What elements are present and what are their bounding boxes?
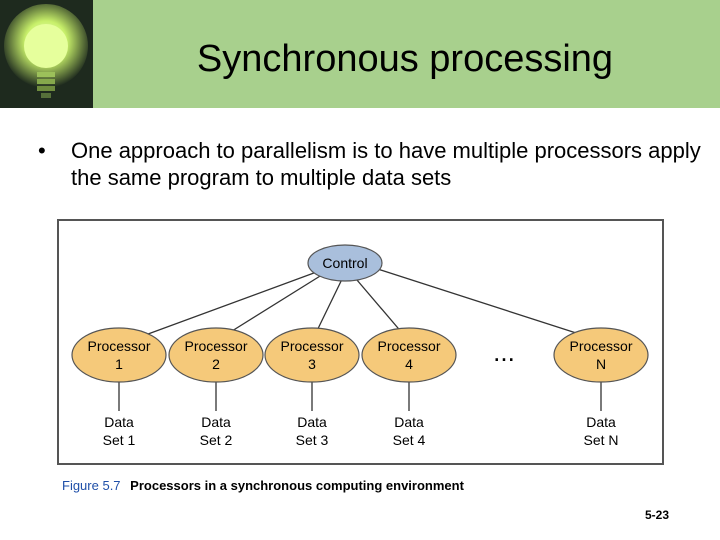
processor-node-n: Processor N: [553, 327, 649, 383]
processor-number: 1: [115, 356, 123, 372]
processor-label: Processor: [569, 338, 632, 354]
processor-label: Processor: [280, 338, 343, 354]
processor-node-4: Processor 4: [361, 327, 457, 383]
control-label: Control: [322, 255, 367, 271]
figure-caption: Figure 5.7 Processors in a synchronous c…: [62, 478, 464, 493]
figure-frame: Control Processor 1 Processor 2 Processo…: [57, 219, 664, 465]
processor-label: Processor: [184, 338, 247, 354]
ellipsis: ...: [493, 337, 515, 367]
synchronous-processing-diagram: Control Processor 1 Processor 2 Processo…: [71, 244, 649, 448]
processor-node-3: Processor 3: [264, 327, 360, 383]
header-band: [0, 0, 720, 108]
data-set-name: Set 2: [200, 432, 233, 448]
processor-number: 4: [405, 356, 413, 372]
processor-label: Processor: [377, 338, 440, 354]
edge-control-p1: [128, 262, 342, 342]
processor-label: Processor: [87, 338, 150, 354]
data-set-label: Data: [297, 414, 327, 430]
processor-number: N: [596, 356, 606, 372]
bullet-marker: •: [38, 138, 46, 163]
data-set-name: Set N: [583, 432, 618, 448]
processor-node-2: Processor 2: [168, 327, 264, 383]
data-set-name: Set 1: [103, 432, 136, 448]
processor-number: 3: [308, 356, 316, 372]
slide-title: Synchronous processing: [196, 38, 614, 80]
processor-node-1: Processor 1: [71, 327, 167, 383]
bullet-text: One approach to parallelism is to have m…: [71, 138, 701, 190]
processor-number: 2: [212, 356, 220, 372]
data-set-name: Set 3: [296, 432, 329, 448]
data-set-label: Data: [394, 414, 424, 430]
lightbulb-logo-icon: [0, 0, 93, 108]
data-set-label: Data: [201, 414, 231, 430]
figure-caption-text: Processors in a synchronous computing en…: [130, 478, 464, 493]
data-set-label: Data: [104, 414, 134, 430]
data-set-label: Data: [586, 414, 616, 430]
control-node: [307, 244, 383, 282]
edge-control-pn: [358, 262, 602, 342]
data-set-name: Set 4: [393, 432, 426, 448]
page-number: 5-23: [645, 508, 670, 522]
figure-number: Figure 5.7: [62, 478, 121, 493]
